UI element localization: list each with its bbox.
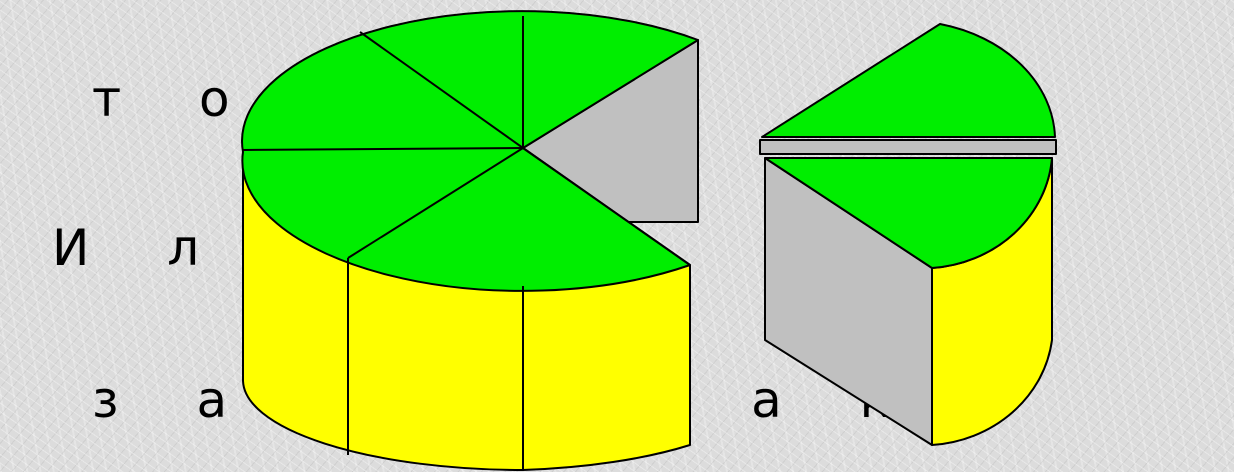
cake-side-wall-front <box>522 264 691 471</box>
cut-piece <box>759 23 1057 446</box>
cake-top <box>241 10 699 292</box>
piece-separator <box>759 139 1057 155</box>
slice-divider <box>359 31 524 149</box>
piece-top-upper <box>761 23 1056 138</box>
slice-divider <box>347 147 524 259</box>
slice-divider <box>522 147 691 266</box>
whole-cake <box>241 10 699 471</box>
slice-divider <box>242 147 524 151</box>
piece-top-lower <box>764 157 1053 269</box>
